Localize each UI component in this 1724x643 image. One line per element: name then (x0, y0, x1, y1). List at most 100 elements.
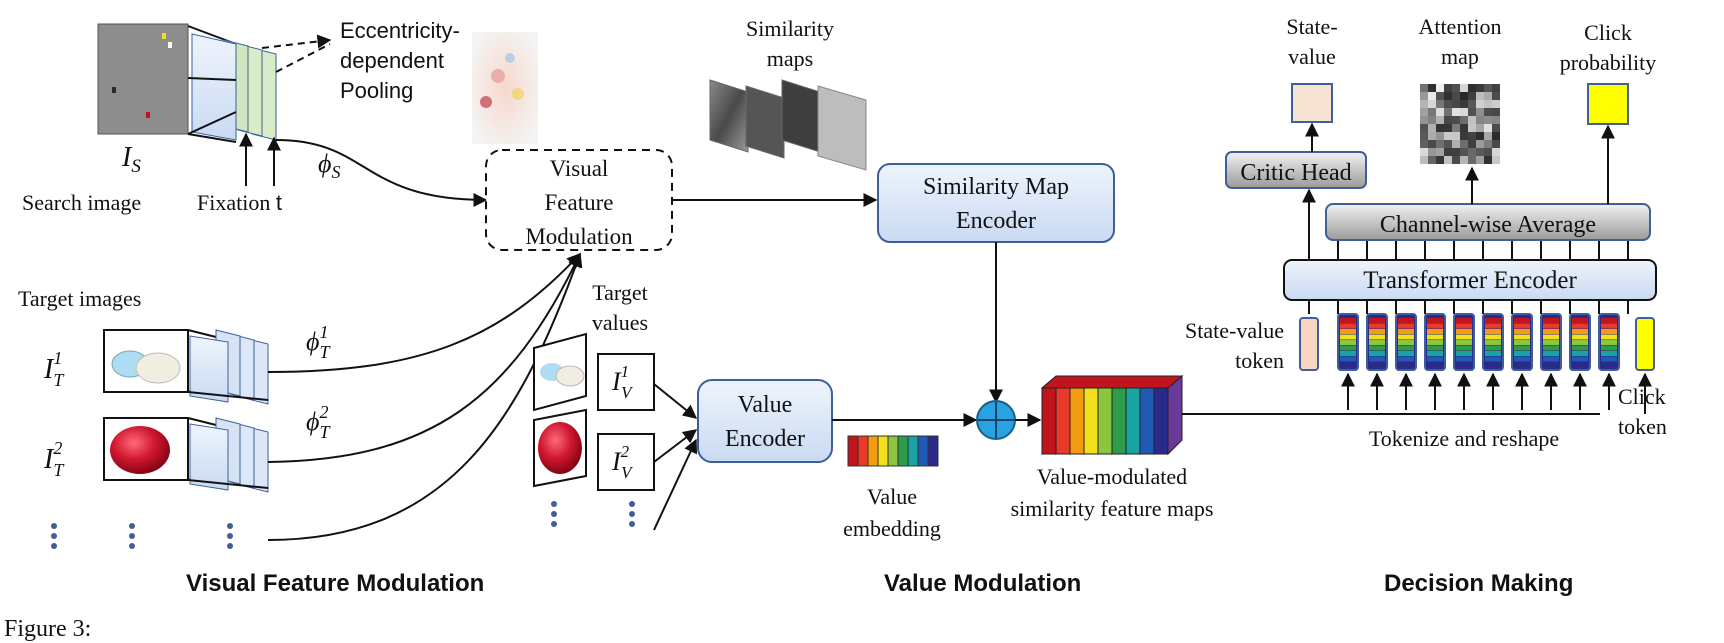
click-token-label: Click token (1618, 384, 1667, 439)
state-value-token (1299, 317, 1319, 371)
value-modulated-feature-maps (1040, 374, 1184, 456)
svg-text:I2V: I2V (611, 442, 634, 482)
feature-map-slab (1111, 387, 1127, 455)
value-embedding-label: Value embedding (843, 484, 941, 541)
value-embedding-bar (847, 435, 939, 467)
svg-text:Click: Click (1618, 384, 1666, 409)
feature-token (1482, 313, 1504, 371)
svg-text:Eccentricity-: Eccentricity- (340, 18, 460, 43)
feature-map-slab (1041, 387, 1057, 455)
target-image-2 (103, 417, 189, 481)
phi-s-symbol: ϕS (318, 149, 340, 182)
search-image-symbol: IS (121, 142, 141, 177)
svg-text:Click: Click (1584, 20, 1632, 45)
embedding-cell (917, 435, 929, 467)
svg-text:Attention: Attention (1418, 14, 1501, 39)
embedding-cell (887, 435, 899, 467)
feature-token (1395, 313, 1417, 371)
feature-map-slab (1055, 387, 1071, 455)
svg-text:token: token (1618, 414, 1667, 439)
svg-text:Encoder: Encoder (725, 426, 805, 452)
modulation-plus-icon (976, 400, 1016, 440)
svg-text:Modulation: Modulation (525, 224, 633, 249)
svg-text:token: token (1235, 348, 1284, 373)
feature-map-slab (1139, 387, 1155, 455)
feature-token (1569, 313, 1591, 371)
section-value-modulation: Value Modulation (884, 570, 1082, 597)
feature-map-slab (1069, 387, 1085, 455)
section-decision-making: Decision Making (1384, 570, 1574, 597)
target-2-feature-stack (189, 417, 269, 493)
svg-text:values: values (592, 310, 648, 335)
state-value-token-label: State-value token (1185, 318, 1284, 373)
search-feature-stack (191, 33, 277, 141)
svg-text:Similarity Map: Similarity Map (923, 174, 1069, 200)
pooled-image (472, 32, 538, 144)
feature-token (1511, 313, 1533, 371)
svg-text:Similarity: Similarity (746, 16, 834, 41)
embedding-cell (847, 435, 859, 467)
target-value-thumb-2 (533, 408, 587, 488)
svg-text:Transformer Encoder: Transformer Encoder (1363, 267, 1577, 294)
ellipsis-dots (51, 501, 635, 549)
embedding-cell (857, 435, 869, 467)
channel-wise-average: Channel-wise Average (1325, 203, 1651, 241)
svg-text:Channel-wise Average: Channel-wise Average (1380, 212, 1596, 238)
click-token (1635, 317, 1655, 371)
feature-map-slab (1083, 387, 1099, 455)
similarity-map-encoder: Similarity Map Encoder (877, 163, 1115, 243)
feature-token (1424, 313, 1446, 371)
fixation-label: Fixation t (197, 190, 282, 215)
feature-map-slab (1153, 387, 1169, 455)
svg-text:Visual: Visual (550, 156, 609, 181)
svg-text:similarity feature maps: similarity feature maps (1011, 496, 1214, 521)
section-visual-feature-modulation: Visual Feature Modulation (186, 570, 485, 597)
svg-text:embedding: embedding (843, 516, 941, 541)
target-values-label: Target values (592, 280, 648, 335)
svg-text:Target: Target (592, 280, 647, 305)
feature-token (1453, 313, 1475, 371)
value-encoder: Value Encoder (697, 379, 833, 463)
transformer-encoder: Transformer Encoder (1283, 259, 1657, 301)
svg-text:value: value (1288, 44, 1336, 69)
target-1-feature-stack (189, 329, 269, 405)
svg-text:I1V: I1V (611, 362, 634, 402)
search-image-label: Search image (22, 190, 141, 215)
tokenize-label: Tokenize and reshape (1369, 426, 1559, 451)
svg-text:map: map (1441, 44, 1479, 69)
similarity-maps-label: Similarity maps (746, 16, 834, 71)
target-images-label: Target images (18, 286, 141, 311)
svg-text:Value: Value (738, 392, 793, 418)
svg-text:Feature: Feature (545, 190, 614, 215)
attention-map-output: Attention map (1418, 14, 1502, 164)
embedding-cell (867, 435, 879, 467)
svg-text:maps: maps (767, 46, 813, 71)
svg-text:State-: State- (1286, 14, 1337, 39)
feature-tokens (1337, 313, 1652, 414)
visual-feature-modulation-box: Visual Feature Modulation (485, 149, 673, 251)
similarity-maps (709, 79, 867, 171)
feature-token (1540, 313, 1562, 371)
svg-text:Critic Head: Critic Head (1240, 160, 1351, 186)
svg-text:dependent: dependent (340, 48, 444, 73)
value-modulated-label: Value-modulated similarity feature maps (1011, 464, 1214, 521)
feature-token (1337, 313, 1359, 371)
architecture-diagram: IS Search image Fixation t Eccentricity-… (18, 14, 1667, 549)
svg-text:Value-modulated: Value-modulated (1037, 464, 1187, 489)
target-image-1 (103, 329, 189, 393)
feature-map-slab (1097, 387, 1113, 455)
feature-map-slab (1125, 387, 1141, 455)
embedding-cell (897, 435, 909, 467)
figure-caption: Figure 3: (4, 616, 92, 642)
state-value-output: State- value (1286, 14, 1338, 123)
svg-text:Encoder: Encoder (956, 208, 1036, 234)
embedding-cell (927, 435, 939, 467)
feature-token (1366, 313, 1388, 371)
embedding-cell (877, 435, 889, 467)
